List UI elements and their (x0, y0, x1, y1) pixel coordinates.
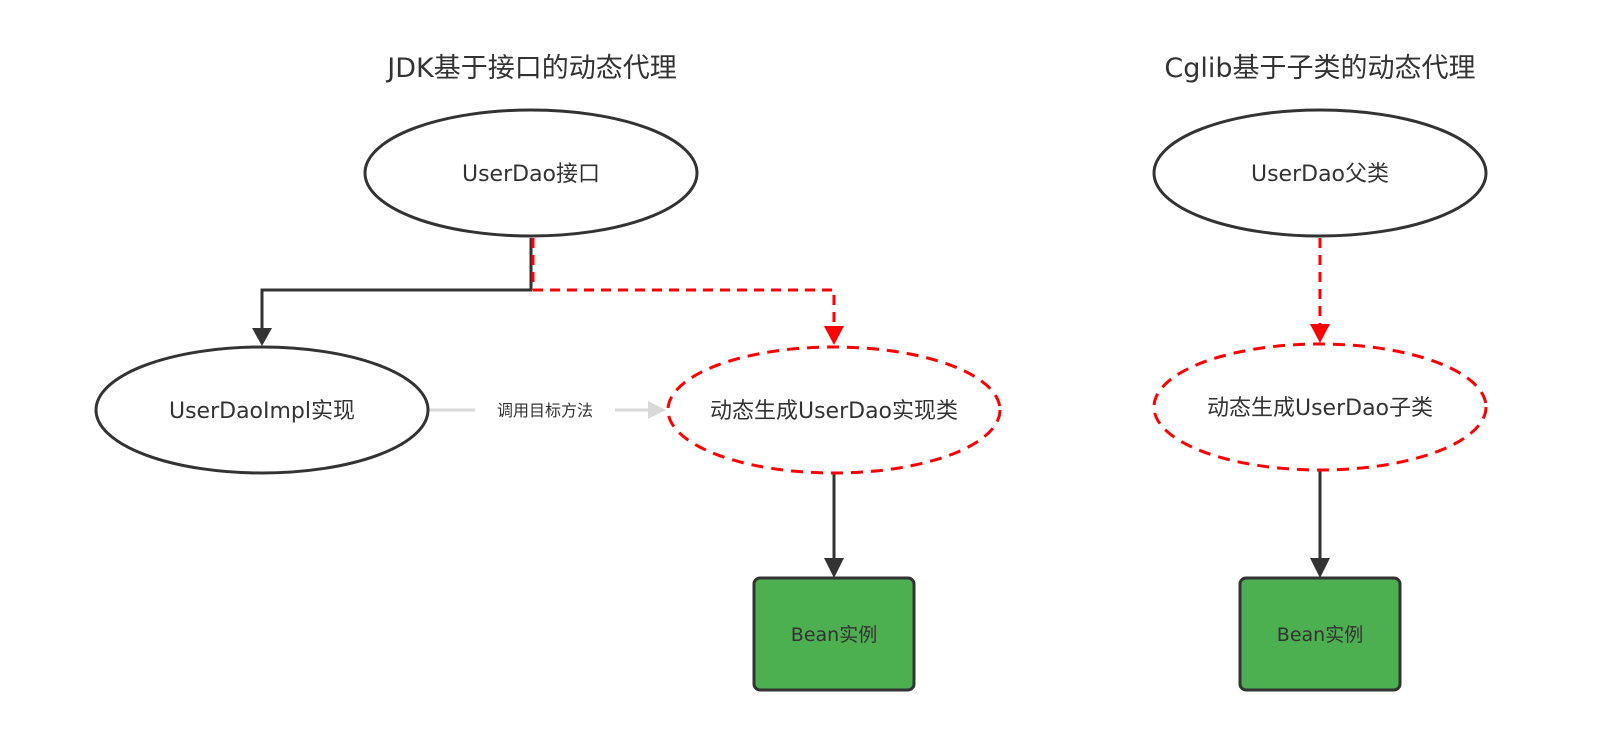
node-userdao-parent[interactable]: UserDao父类 (1152, 108, 1488, 238)
node-userdaoimpl[interactable]: UserDaoImpl实现 (94, 345, 430, 475)
node-label: Bean实例 (791, 624, 877, 646)
node-jdk-bean[interactable]: Bean实例 (752, 576, 916, 692)
arrowhead-icon (252, 328, 272, 346)
node-label: 动态生成UserDao子类 (1207, 396, 1433, 421)
edge-label-call: 调用目标方法 (497, 401, 593, 420)
node-label: UserDao父类 (1251, 162, 1389, 187)
arrowhead-icon (1310, 558, 1330, 578)
node-label: UserDao接口 (462, 162, 600, 187)
edge-interface-to-proxy (531, 238, 844, 345)
arrowhead-icon (1310, 324, 1330, 343)
jdk-title: JDK基于接口的动态代理 (385, 53, 676, 84)
node-label: UserDaoImpl实现 (169, 399, 355, 424)
edge-impl-to-proxy: 调用目标方法 (428, 396, 666, 422)
node-jdk-proxy-class[interactable]: 动态生成UserDao实现类 (666, 345, 1002, 475)
node-cglib-bean[interactable]: Bean实例 (1238, 576, 1402, 692)
node-cglib-proxy-subclass[interactable]: 动态生成UserDao子类 (1152, 342, 1488, 472)
arrowhead-icon (824, 558, 844, 578)
edge-cglib-proxy-to-bean (1310, 470, 1330, 578)
edge-interface-to-impl (252, 238, 533, 346)
node-userdao-interface[interactable]: UserDao接口 (363, 108, 699, 238)
cglib-title: Cglib基于子类的动态代理 (1164, 53, 1475, 84)
arrowhead-icon (648, 401, 666, 419)
arrowhead-icon (824, 326, 844, 345)
edge-parent-to-proxy (1310, 238, 1330, 343)
node-label: Bean实例 (1277, 624, 1363, 646)
edge-proxy-to-bean (824, 474, 844, 578)
node-label: 动态生成UserDao实现类 (710, 399, 958, 424)
